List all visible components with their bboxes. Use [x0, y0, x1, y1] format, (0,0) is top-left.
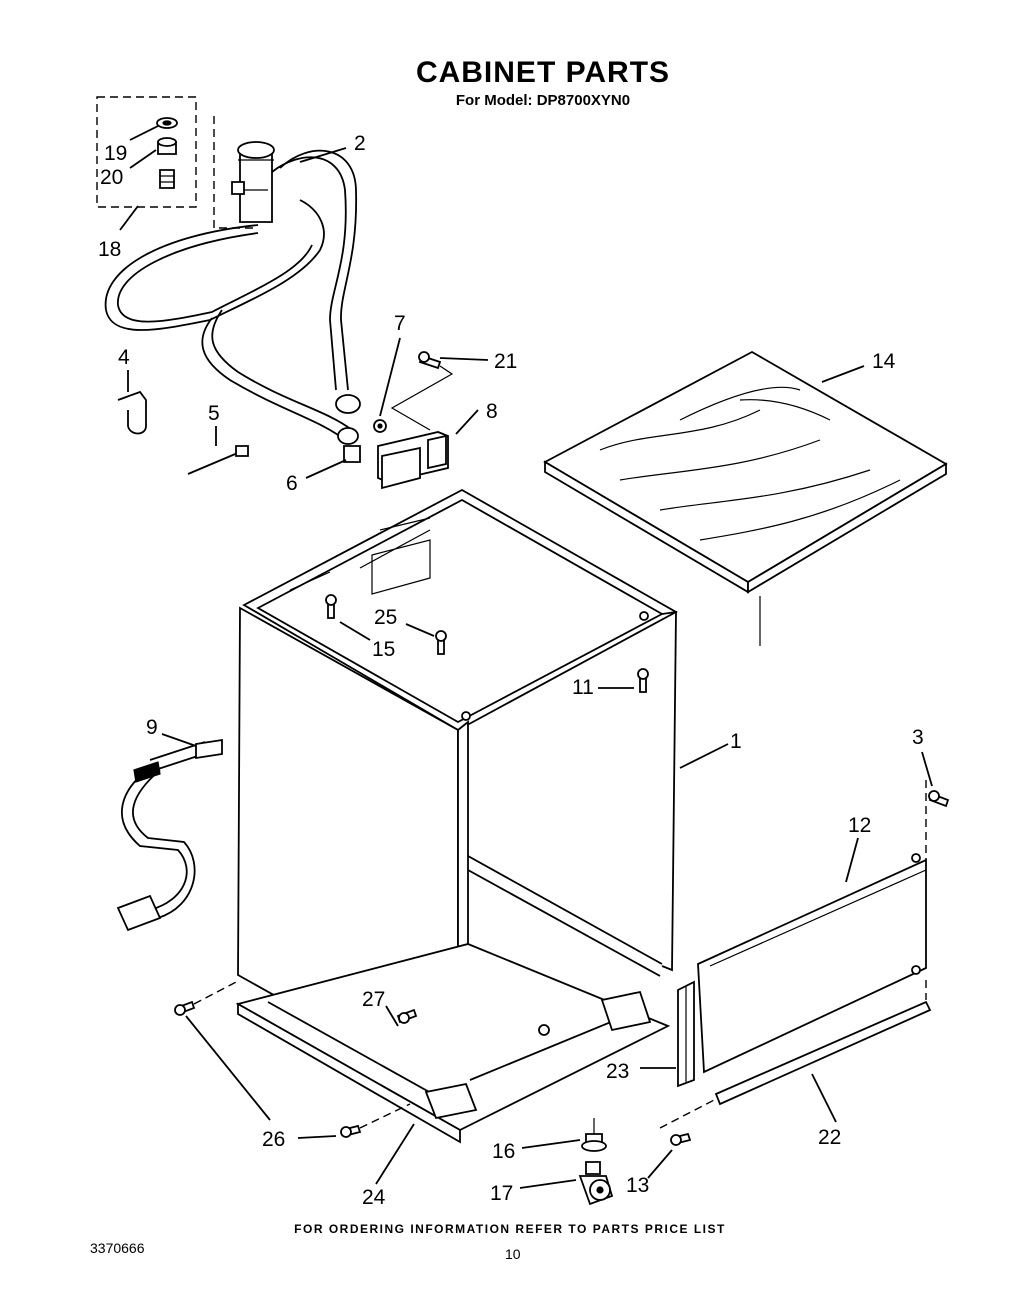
callout-23: 23	[606, 1060, 629, 1083]
callout-5: 5	[208, 402, 220, 425]
part-12-kick-panel	[697, 780, 927, 1074]
part-16-leveler	[581, 1118, 607, 1152]
screw-part-13	[659, 1097, 719, 1146]
screw-part-15	[325, 594, 337, 619]
part-14-wood-top	[543, 350, 948, 646]
part-4-clip	[117, 390, 147, 435]
callout-19: 19	[104, 142, 127, 165]
screw-part-26a	[174, 979, 241, 1016]
page-number: 10	[505, 1246, 521, 1262]
leader-lines	[119, 125, 933, 1189]
callout-9: 9	[146, 716, 158, 739]
callout-14: 14	[872, 350, 896, 373]
callout-16: 16	[492, 1140, 515, 1163]
screw-part-11	[637, 668, 649, 693]
callout-21: 21	[494, 350, 517, 373]
callout-17: 17	[490, 1182, 513, 1205]
callout-22: 22	[818, 1126, 841, 1149]
callout-12: 12	[848, 814, 871, 837]
part-24-base	[235, 943, 671, 1144]
part-3-screw	[928, 790, 950, 808]
callout-13: 13	[626, 1174, 649, 1197]
callout-2: 2	[354, 132, 366, 155]
model-subtitle: For Model: DP8700XYN0	[455, 92, 631, 109]
part-20-grommet	[157, 137, 177, 155]
callout-8: 8	[486, 400, 498, 423]
callout-15: 15	[372, 638, 395, 661]
part-8-bracket	[377, 431, 449, 490]
callout-27: 27	[362, 988, 385, 1011]
part-21-screw	[390, 351, 454, 431]
part-9-power-cord	[116, 738, 223, 932]
part-2-valve-hose	[104, 116, 361, 445]
ordering-note: FOR ORDERING INFORMATION REFER TO PARTS …	[294, 1222, 726, 1236]
callout-1: 1	[730, 730, 742, 753]
page-title: CABINET PARTS	[415, 56, 671, 89]
callout-4: 4	[118, 346, 130, 369]
callout-24: 24	[362, 1186, 386, 1209]
callout-6: 6	[286, 472, 298, 495]
callout-25: 25	[374, 606, 397, 629]
callout-labels: 19 20 18 2 4 5 6 7 8 21 14 25 15 11 1 9 …	[98, 132, 924, 1209]
part-19-washer	[156, 117, 178, 129]
part-5-tie	[187, 445, 249, 475]
screw-part-27	[396, 1008, 418, 1024]
callout-18: 18	[98, 238, 121, 261]
detail-box-18	[96, 96, 197, 208]
callout-20: 20	[100, 166, 123, 189]
screw-part-25	[435, 630, 447, 655]
part-18-fitting	[159, 169, 175, 189]
part-7-nut	[373, 419, 387, 433]
callout-3: 3	[912, 726, 924, 749]
callout-7: 7	[394, 312, 406, 335]
part-6-fitting	[343, 445, 361, 463]
callout-26: 26	[262, 1128, 285, 1151]
screw-part-26b	[340, 1103, 411, 1138]
part-23-gasket	[677, 980, 695, 1088]
part-17-caster	[578, 1161, 614, 1206]
callout-11: 11	[572, 676, 594, 699]
document-number: 3370666	[90, 1240, 145, 1256]
part-22-strip	[714, 1000, 932, 1106]
